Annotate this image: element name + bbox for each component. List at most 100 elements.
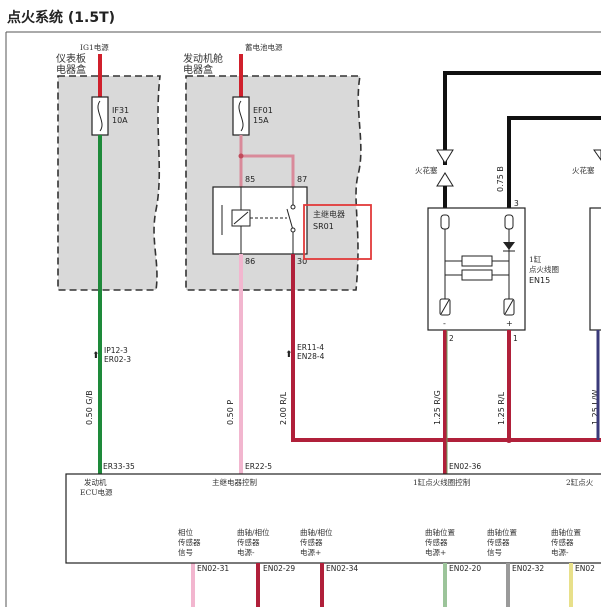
connector-er11-4-icon: ⬆	[285, 350, 293, 360]
connector-er11-4: ER11-4	[297, 343, 324, 352]
sensor-0-l1: 相位	[178, 527, 193, 537]
sensor-0-l2: 传感器	[178, 537, 201, 547]
sensor-2-l3: 电源+	[300, 547, 321, 557]
sensor-3-l3: 电源+	[425, 547, 446, 557]
ecu-pin-er33-35: ER33-35	[103, 462, 135, 471]
ecu-relay-ctrl-label: 主继电器控制	[212, 477, 257, 487]
relay-switch-contact-bottom	[290, 227, 296, 233]
middle-box-label-2: 电器盒	[183, 63, 213, 76]
black-wire-inner	[507, 116, 601, 165]
wire-label-red: 2.00 R/L	[279, 391, 288, 425]
sensor-4: 曲轴位置 传感器 信号 EN02-32	[487, 527, 544, 573]
relay-highlight-box	[303, 204, 372, 260]
relay-feed-wire-87	[241, 154, 295, 187]
ecu-coil1-ctrl-label: 1缸点火线圈控制	[413, 477, 470, 487]
spark-plug-label: 火花塞	[415, 165, 438, 175]
coil-diode-icon	[503, 242, 515, 250]
coil-minus: -	[443, 319, 446, 328]
connector-ip12-3: IP12-3	[104, 346, 128, 355]
fuse-ef01-element-icon	[238, 100, 244, 132]
main-relay	[212, 186, 308, 255]
coil-plus: +	[506, 319, 513, 328]
sensor-5-pin: EN02	[575, 564, 595, 573]
coil-pin-2: 2	[449, 334, 454, 343]
sensor-3-l2: 传感器	[425, 537, 448, 547]
coil-winding-primary	[461, 255, 493, 267]
spark-plug-2-label: 火花塞	[572, 165, 595, 175]
sensor-3-l1: 曲轴位置	[425, 527, 455, 537]
sensor-1-l2: 传感器	[237, 537, 260, 547]
red-bus-junction	[506, 437, 512, 443]
wire-label-coil1-b: 1.25 R/L	[497, 391, 506, 425]
relay-switch-contact-top	[290, 204, 296, 210]
red-wire	[291, 254, 601, 442]
spark-plug-2-icon	[593, 149, 601, 161]
sensor-4-l2: 传感器	[487, 537, 510, 547]
coil-terminal-right-top	[504, 214, 514, 230]
sensor-3-pin: EN02-20	[449, 564, 481, 573]
coil-name-1: 1缸	[529, 254, 542, 264]
fuse-if31-rating: 10A	[112, 116, 128, 125]
sensor-1-pin: EN02-29	[263, 564, 295, 573]
wire-label-coil2-a: 1.25 L/W	[591, 389, 600, 425]
sensor-5-l3: 电源-	[551, 547, 569, 557]
relay-pin-86: 86	[245, 257, 255, 266]
page-title: 点火系统 (1.5T)	[7, 9, 115, 26]
sensor-3: 曲轴位置 传感器 电源+ EN02-20	[425, 527, 481, 573]
relay-coil-slash	[233, 211, 249, 225]
relay-feed-junction	[238, 153, 244, 159]
black-wire-outer	[443, 71, 601, 165]
sensor-5-l2: 传感器	[551, 537, 574, 547]
connector-er02-3: ER02-3	[104, 355, 131, 364]
sensor-2-pin: EN02-34	[326, 564, 358, 573]
coil-terminal-right-bottom-slash	[504, 299, 514, 315]
ecu-coil2-ctrl-label: 2缸点火	[566, 477, 594, 487]
ecu-pin-er22-5: ER22-5	[245, 462, 272, 471]
sensor-4-l1: 曲轴位置	[487, 527, 517, 537]
ecu-power-label-2: ECU电源	[80, 487, 113, 497]
fuse-ef01-id: EF01	[253, 106, 273, 115]
sensor-2-l2: 传感器	[300, 537, 323, 547]
wire-label-green: 0.50 G/B	[85, 390, 94, 425]
relay-switch-blade	[286, 208, 294, 231]
connector-en28-4: EN28-4	[297, 352, 325, 361]
sensor-5-l1: 曲轴位置	[551, 527, 581, 537]
left-supply-label: IG1电源	[80, 42, 109, 52]
sensor-4-pin: EN02-32	[512, 564, 544, 573]
coil-name-2: 点火线圈	[529, 264, 559, 274]
ecu-power-label-1: 发动机	[84, 477, 107, 487]
coil-id: EN15	[529, 276, 550, 285]
sensor-1-l1: 曲轴/相位	[237, 527, 270, 537]
fuse-if31-id: IF31	[112, 106, 129, 115]
relay-id: SR01	[313, 222, 334, 231]
relay-pin-30: 30	[297, 257, 307, 266]
wire-label-pink: 0.50 P	[226, 400, 235, 425]
left-box-label-1: 仪表板	[56, 52, 86, 65]
relay-name-cn: 主继电器	[313, 209, 345, 219]
sensor-0: 相位 传感器 信号 EN02-31	[178, 527, 229, 573]
middle-supply-label: 蓄电池电源	[245, 42, 283, 52]
coil-terminal-left-top	[440, 214, 450, 230]
fuse-ef01-rating: 15A	[253, 116, 269, 125]
relay-pin-87: 87	[297, 175, 307, 184]
wire-label-coil1-a: 1.25 R/G	[433, 390, 442, 425]
engine-fuse-box	[185, 75, 362, 291]
ecu-pin-en02-36: EN02-36	[449, 462, 481, 471]
sensor-1-l3: 电源-	[237, 547, 255, 557]
spark-plug-icon	[436, 149, 454, 164]
coil-terminal-left-bottom-slash	[440, 299, 450, 315]
ecu-block	[65, 473, 601, 564]
relay-pin-85: 85	[245, 175, 255, 184]
ignition-coil-2-edge	[589, 207, 601, 331]
left-box-label-2: 电器盒	[56, 63, 86, 76]
spark-plug-icon-lower	[436, 172, 454, 187]
sensor-5: 曲轴位置 传感器 电源- EN02	[551, 527, 595, 573]
coil-pin-3: 3	[514, 199, 519, 208]
coil-pin-1: 1	[513, 334, 518, 343]
sensor-0-l3: 信号	[178, 547, 193, 557]
wire-label-coil-top: 0.75 B	[496, 166, 505, 192]
sensor-2-l1: 曲轴/相位	[300, 527, 333, 537]
fuse-if31-element-icon	[97, 100, 103, 132]
connector-ip12-3-icon: ⬆	[92, 351, 100, 361]
